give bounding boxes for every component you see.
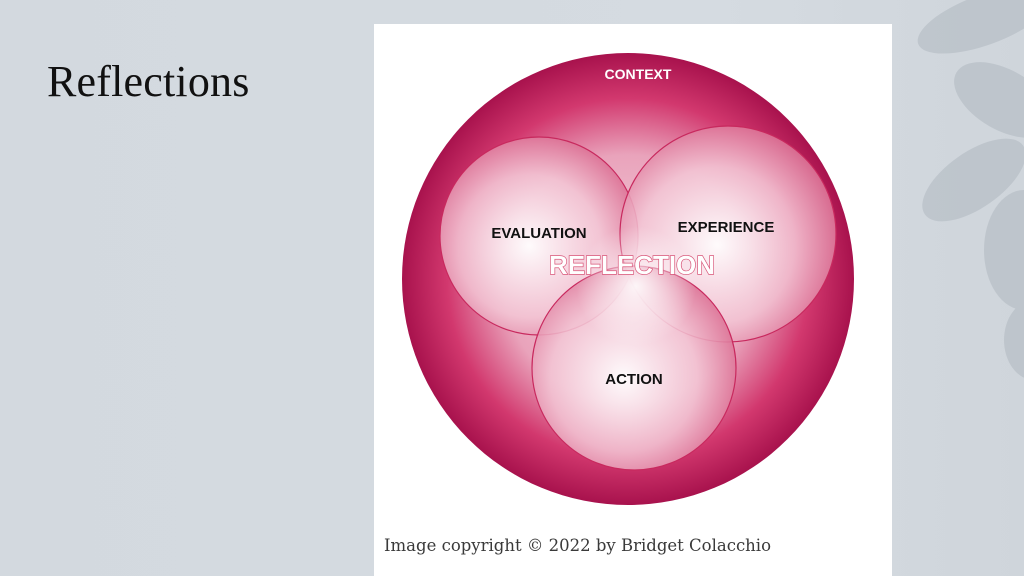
action-label: ACTION — [605, 371, 663, 388]
reflection-core-glow — [576, 226, 696, 346]
leaf-decoration — [917, 0, 1024, 378]
evaluation-label: EVALUATION — [491, 225, 586, 242]
reflection-figure: CONTEXT EVALUATION EXPERIENCE REFLECTION… — [374, 24, 892, 576]
copyright-caption: Image copyright © 2022 by Bridget Colacc… — [384, 536, 772, 555]
reflection-diagram: CONTEXT EVALUATION EXPERIENCE REFLECTION… — [402, 53, 854, 505]
slide-title: Reflections — [47, 57, 250, 106]
experience-label: EXPERIENCE — [678, 219, 775, 236]
context-label: CONTEXT — [605, 66, 672, 82]
reflection-label: REFLECTION — [549, 250, 715, 280]
